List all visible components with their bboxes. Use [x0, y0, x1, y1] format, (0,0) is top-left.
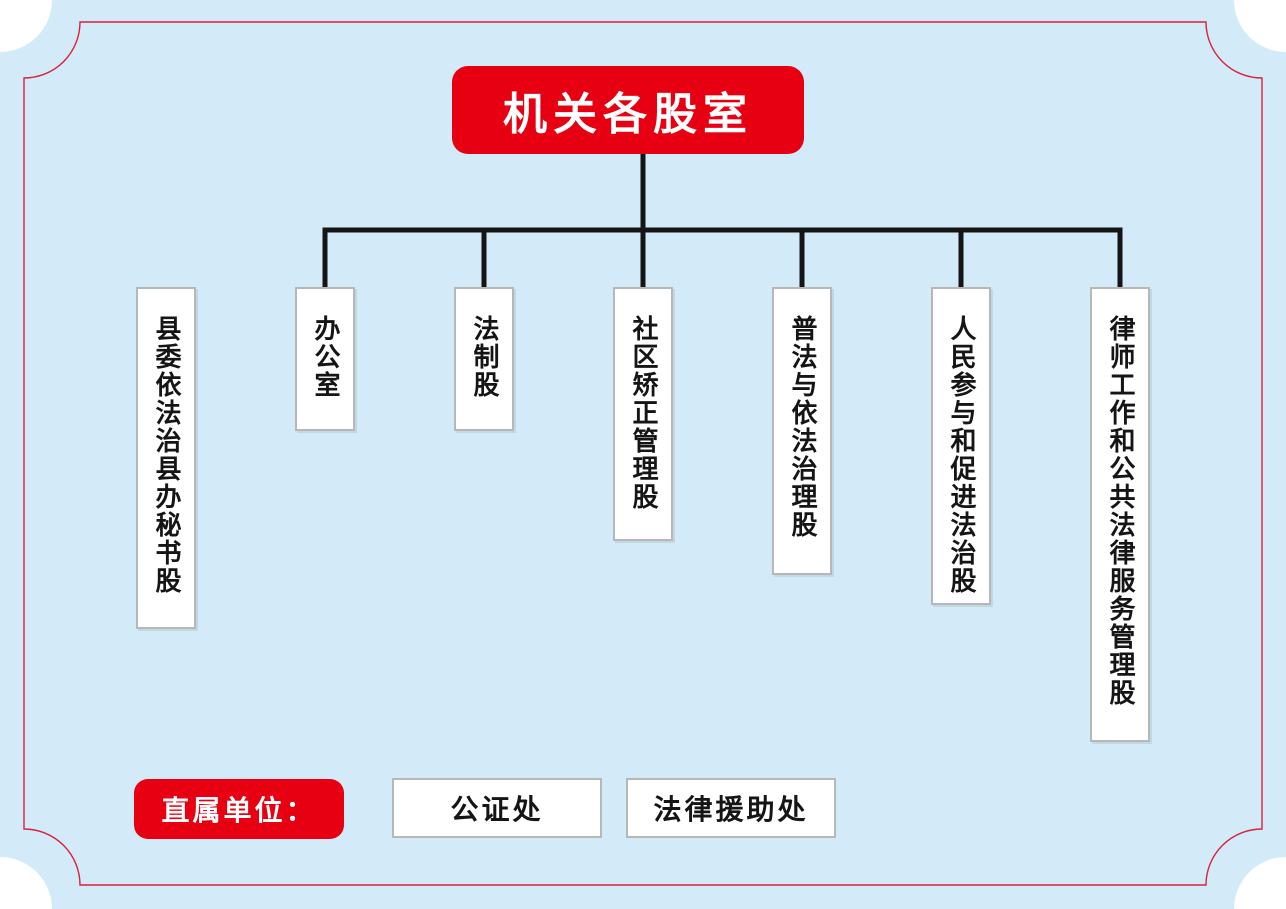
dept-label: 法制股: [469, 315, 499, 399]
unit-label: 法律援助处: [653, 793, 809, 826]
dept-box-community-correction: 社区矫正管理股: [613, 287, 673, 541]
dept-label: 普法与依法治理股: [787, 315, 817, 539]
frame-border-line: [23, 21, 1263, 886]
dept-label: 办公室: [310, 315, 340, 399]
connector-lines: [322, 151, 1123, 290]
dept-box-legal: 法制股: [454, 287, 514, 431]
unit-label: 公证处: [450, 793, 544, 826]
unit-box-notary: 公证处: [392, 778, 602, 838]
dept-box-county-secretariat: 县委依法治县办秘书股: [136, 287, 196, 629]
affiliated-label-text: 直属单位：: [161, 794, 317, 827]
unit-box-legal-aid: 法律援助处: [626, 778, 836, 838]
dept-label: 县委依法治县办秘书股: [151, 315, 181, 595]
title-box: 机关各股室: [452, 66, 804, 154]
dept-box-legal-publicity: 普法与依法治理股: [772, 287, 832, 575]
affiliated-units-label: 直属单位：: [134, 779, 344, 839]
dept-box-lawyer-services: 律师工作和公共法律服务管理股: [1090, 287, 1150, 742]
title-text: 机关各股室: [503, 89, 753, 140]
dept-label: 律师工作和公共法律服务管理股: [1105, 315, 1135, 707]
dept-box-office: 办公室: [295, 287, 355, 431]
dept-label: 人民参与和促进法治股: [946, 315, 976, 595]
dept-label: 社区矫正管理股: [628, 315, 658, 511]
dept-box-public-participation: 人民参与和促进法治股: [931, 287, 991, 605]
